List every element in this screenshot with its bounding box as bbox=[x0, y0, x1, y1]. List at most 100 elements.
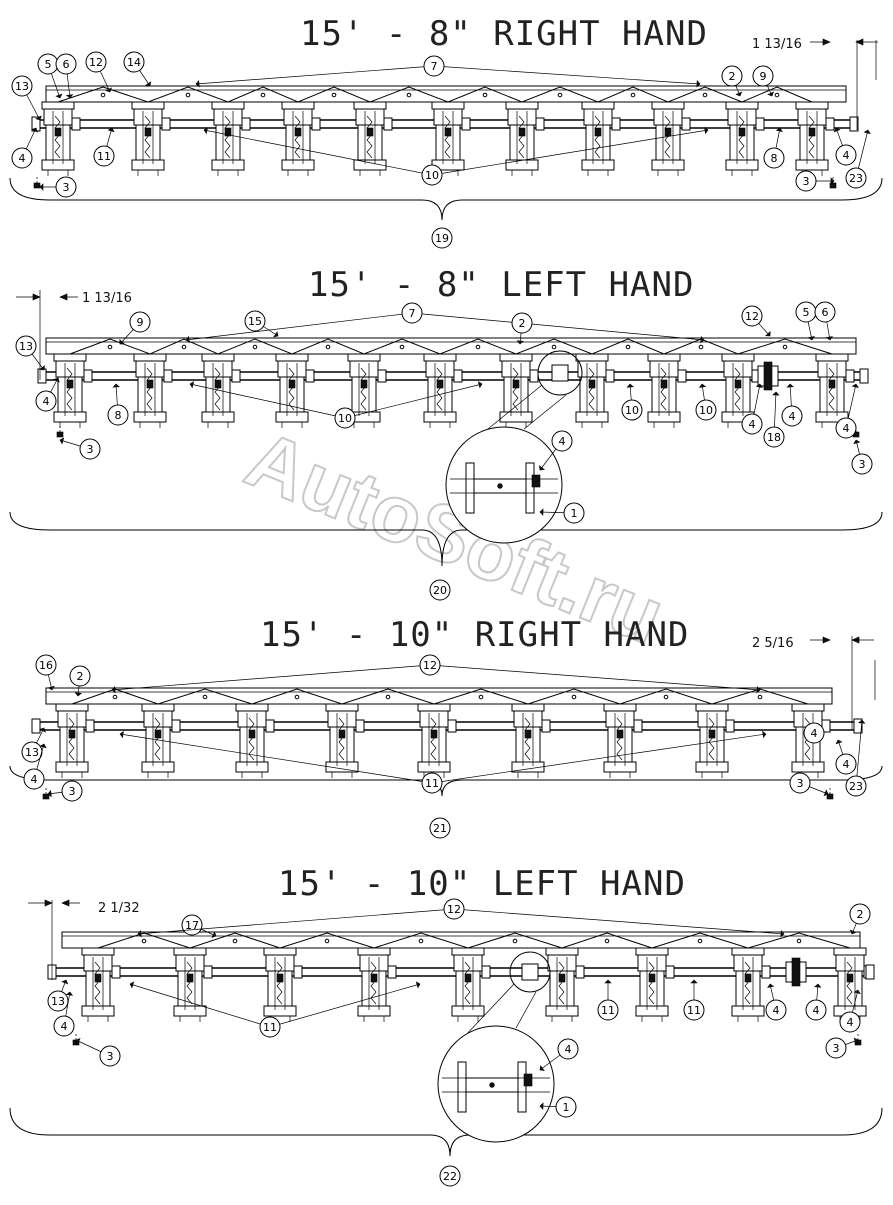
callout-arrow bbox=[755, 383, 764, 388]
callout-bubble bbox=[334, 407, 356, 429]
callout-20: 20 bbox=[429, 579, 451, 601]
callout-4: 4 bbox=[805, 983, 827, 1021]
bracket-unit bbox=[603, 703, 637, 779]
callout-number: 4 bbox=[811, 727, 818, 740]
callout-bubble bbox=[511, 312, 533, 334]
bar-hole bbox=[482, 92, 488, 98]
bracket-unit bbox=[81, 947, 115, 1023]
callout-arrow bbox=[853, 1037, 859, 1045]
callout-arrow bbox=[75, 1038, 81, 1045]
coupler bbox=[171, 719, 181, 733]
callout-number: 23 bbox=[849, 780, 863, 793]
callout-arrow bbox=[539, 508, 544, 516]
bar-hole bbox=[260, 92, 266, 98]
callout-bubble bbox=[805, 999, 827, 1021]
callout-arrow bbox=[775, 127, 784, 132]
dimension-label: 2 1/32 bbox=[98, 901, 140, 916]
callout-number: 4 bbox=[789, 410, 796, 423]
callout-bubble bbox=[814, 301, 836, 323]
callout-13: 13 bbox=[47, 979, 69, 1012]
callout-10: 10 bbox=[189, 381, 483, 429]
coupler bbox=[633, 719, 643, 733]
callout-number: 15 bbox=[248, 315, 262, 328]
coupler bbox=[311, 117, 321, 131]
callout-number: 3 bbox=[87, 443, 94, 456]
callout-13: 13 bbox=[15, 335, 45, 371]
bracket-unit bbox=[505, 101, 539, 177]
bracket-unit bbox=[357, 947, 391, 1023]
callout-arrow bbox=[853, 439, 861, 445]
detail-flange-left bbox=[457, 1061, 467, 1113]
bar-hole bbox=[698, 344, 704, 350]
callout-arrow bbox=[415, 981, 421, 989]
bracket-unit bbox=[211, 101, 245, 177]
callout-number: 3 bbox=[797, 777, 804, 790]
callout-5: 5 bbox=[37, 53, 63, 99]
bar-hole bbox=[331, 92, 337, 98]
end-collar-right bbox=[849, 116, 859, 132]
callout-21: 21 bbox=[429, 817, 451, 839]
coupler bbox=[529, 369, 539, 383]
callout-bubble bbox=[85, 51, 107, 73]
dimension-arrow bbox=[822, 38, 831, 46]
bar-hole bbox=[557, 92, 563, 98]
bar-hole bbox=[475, 344, 481, 350]
coupler bbox=[755, 117, 765, 131]
bracket-unit bbox=[141, 703, 175, 779]
callout-arrow bbox=[47, 685, 55, 691]
callout-bubble bbox=[551, 430, 573, 452]
callout-number: 12 bbox=[745, 310, 759, 323]
coupler bbox=[383, 117, 393, 131]
callout-number: 8 bbox=[771, 152, 778, 165]
bracket-unit bbox=[795, 101, 829, 177]
callout-number: 10 bbox=[699, 404, 713, 417]
bracket-unit bbox=[695, 703, 729, 779]
coupler bbox=[355, 719, 365, 733]
bar-hole bbox=[325, 344, 331, 350]
callout-arrow bbox=[477, 381, 483, 389]
detail-flange-right bbox=[525, 462, 535, 514]
callout-bubble bbox=[35, 390, 57, 412]
callout-4: 4 bbox=[23, 743, 47, 790]
callout-bubble bbox=[765, 999, 787, 1021]
coupler bbox=[163, 369, 173, 383]
callout-7: 7 bbox=[185, 302, 705, 344]
callout-leader bbox=[344, 383, 483, 419]
callout-bubble bbox=[401, 302, 423, 324]
callout-arrow bbox=[807, 335, 815, 341]
callout-23: 23 bbox=[845, 129, 871, 189]
callout-bubble bbox=[803, 722, 825, 744]
bracket-unit bbox=[201, 353, 235, 429]
callout-number: 13 bbox=[19, 340, 33, 353]
callout-bubble bbox=[15, 335, 37, 357]
callout-bubble bbox=[835, 144, 857, 166]
callout-arrow bbox=[185, 335, 190, 344]
callout-bubble bbox=[835, 417, 857, 439]
callout-number: 3 bbox=[859, 458, 866, 471]
callout-4: 4 bbox=[835, 739, 857, 775]
callout-bubble bbox=[752, 65, 774, 87]
callout-bubble bbox=[79, 438, 101, 460]
detail-flange-right bbox=[517, 1061, 527, 1113]
coupler bbox=[387, 965, 397, 979]
callout-number: 19 bbox=[435, 232, 449, 245]
bar-hole bbox=[107, 344, 113, 350]
coupler bbox=[821, 719, 831, 733]
callout-12: 12 bbox=[111, 654, 761, 694]
bracket-unit bbox=[647, 353, 681, 429]
callout-bubble bbox=[421, 164, 443, 186]
callout-arrow bbox=[539, 465, 545, 471]
callout-arrow bbox=[47, 789, 52, 798]
bracket-unit bbox=[423, 353, 457, 429]
callout-12: 12 bbox=[85, 51, 112, 93]
bracket-unit bbox=[545, 947, 579, 1023]
callout-arrow bbox=[107, 127, 115, 133]
coupler bbox=[85, 719, 95, 733]
end-collar-right bbox=[859, 368, 869, 384]
callout-14: 14 bbox=[123, 51, 152, 87]
bracket-unit bbox=[499, 353, 533, 429]
coupler bbox=[293, 965, 303, 979]
callout-bubble bbox=[695, 399, 717, 421]
